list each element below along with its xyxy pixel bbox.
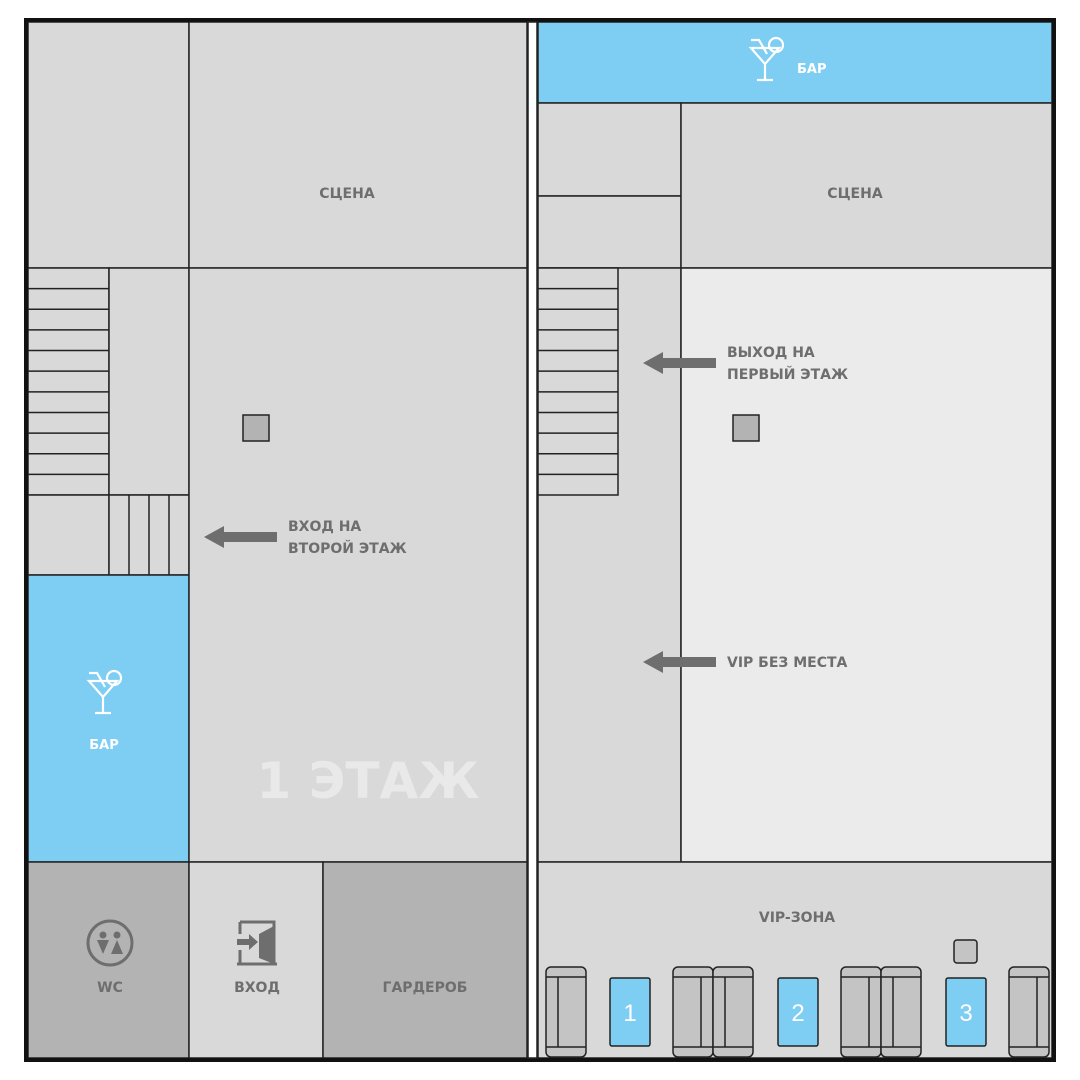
outer-wall <box>24 18 1056 1062</box>
vip-hall <box>680 267 1053 863</box>
stairs-label: ВТОРОЙ ЭТАЖ <box>288 540 407 557</box>
sofa <box>840 966 882 1058</box>
cloakroom[interactable] <box>322 861 528 1059</box>
pillar <box>732 414 760 442</box>
bar-label: БАР <box>797 62 827 77</box>
pillar <box>242 414 270 442</box>
room-small <box>27 494 110 576</box>
table-number: 2 <box>791 1000 804 1027</box>
room-b <box>537 195 682 269</box>
sofa <box>880 966 922 1058</box>
table-number: 1 <box>623 1000 636 1027</box>
entrance-label: ВХОД <box>234 980 280 996</box>
exit-label: ВЫХОД НА <box>727 345 815 361</box>
table-number: 3 <box>959 1000 972 1027</box>
sofa <box>672 966 714 1058</box>
small-table <box>953 939 978 964</box>
entrance-door-icon <box>237 920 277 966</box>
stairs-floor1 <box>27 267 110 496</box>
vip-table-2[interactable]: 2 <box>777 977 819 1047</box>
sofa <box>1008 966 1050 1058</box>
vip-table-3[interactable]: 3 <box>945 977 987 1047</box>
floor-title: 1 ЭТАЖ <box>257 752 480 810</box>
stage-label: СЦЕНА <box>827 186 883 202</box>
vip-table-1[interactable]: 1 <box>609 977 651 1047</box>
sofa <box>545 966 587 1058</box>
wc-icon <box>86 919 134 967</box>
wc-label: WC <box>97 980 123 996</box>
entrance-room[interactable] <box>188 861 324 1059</box>
bar-floor2[interactable] <box>537 21 1053 104</box>
landing <box>108 267 190 496</box>
room-top-left <box>27 21 190 269</box>
stairs-label: ВХОД НА <box>288 519 361 535</box>
wc-room[interactable] <box>27 861 190 1059</box>
bar-floor1[interactable] <box>27 574 190 863</box>
stage-label: СЦЕНА <box>319 186 375 202</box>
vip-zone-label: VIP-ЗОНА <box>759 910 835 926</box>
bar-label: БАР <box>89 738 119 753</box>
exit-label: ПЕРВЫЙ ЭТАЖ <box>727 366 848 383</box>
main-hall-floor1 <box>188 267 528 863</box>
stage-floor1 <box>188 21 528 269</box>
cloakroom-label: ГАРДЕРОБ <box>383 980 468 996</box>
stage-floor2 <box>680 102 1053 269</box>
sofa <box>712 966 754 1058</box>
vip-no-seat-label: VIP БЕЗ МЕСТА <box>727 655 848 671</box>
divider <box>527 21 538 1059</box>
stairs-floor2 <box>537 267 619 496</box>
room-a <box>537 102 682 197</box>
vip-sofas <box>545 966 1050 1058</box>
